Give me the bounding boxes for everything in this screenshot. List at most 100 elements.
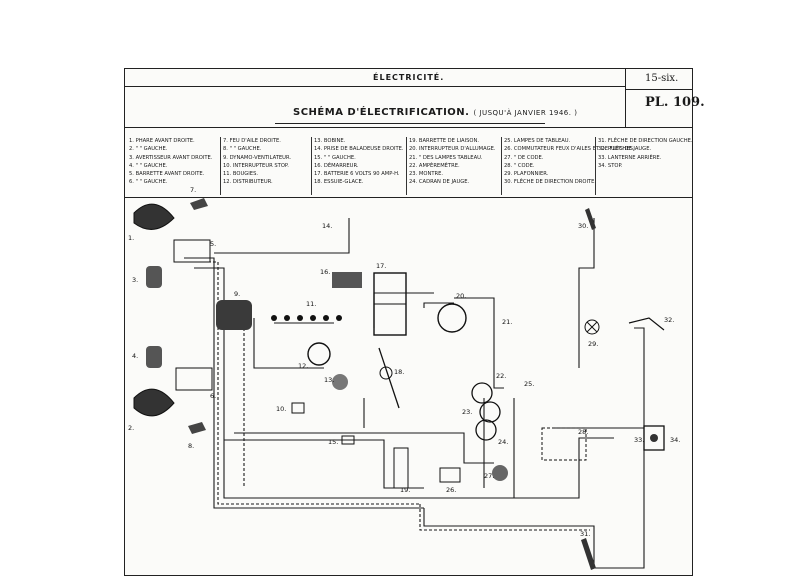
legend-item: 24. CADRAN DE JAUGE. [409, 179, 470, 186]
label-19: 19. [400, 486, 410, 494]
title-subtitle: ( JUSQU'À JANVIER 1946. ) [473, 109, 578, 117]
legend-separator [220, 137, 221, 195]
legend-item: 30. FLÈCHE DE DIRECTION DROITE. [504, 179, 597, 186]
legend-item: 9. DYNAMO-VENTILATEUR. [223, 154, 292, 161]
label-14: 14. [322, 222, 332, 230]
junction-block-icon [393, 447, 409, 489]
legend-item: 34. STOP. [598, 162, 623, 169]
legend-column-3: 13. BOBINE.14. PRISE DE BALADEUSE DROITE… [314, 137, 404, 187]
dip-switch-icon [492, 465, 508, 481]
lamp-switch-icon [439, 467, 461, 483]
fuel-gauge-dial-icon [475, 419, 497, 441]
legend-item: 5. BARRETTE AVANT DROITE. [129, 171, 205, 178]
ceiling-lamp-icon [584, 319, 600, 335]
wing-lamp-left-icon [188, 422, 206, 434]
legend-item: 19. BARRETTE DE LIAISON. [409, 138, 479, 144]
terminal-bar-left-icon [175, 367, 213, 391]
legend-column-5: 25. LAMPES DE TABLEAU. 26. COMMUTATEUR FE… [504, 137, 635, 187]
harness-wire [454, 297, 504, 389]
label-34: 34. [670, 436, 680, 444]
label-15: 15. [328, 438, 338, 446]
label-3: 3. [132, 276, 138, 284]
label-24: 24. [498, 438, 508, 446]
legend-item: 23. MONTRE. [409, 171, 444, 178]
label-31: 31. [580, 530, 590, 538]
legend-item: 25. LAMPES DE TABLEAU. [504, 138, 571, 144]
legend-bottom-rule [125, 197, 692, 198]
label-23: 23. [462, 408, 472, 416]
header-divider [625, 69, 626, 127]
distributor-icon [307, 342, 331, 366]
headlamp-right-icon [133, 203, 175, 230]
harness-wire [634, 327, 645, 428]
label-11: 11. [306, 300, 316, 308]
label-22: 22. [496, 372, 506, 380]
legend-item: 22. AMPÈREMÈTRE. [409, 162, 460, 169]
label-30: 30. [578, 222, 588, 230]
label-28: 28. [578, 428, 588, 436]
legend-item: 32. PUITS DE JAUGE. [598, 146, 652, 153]
title-underline [275, 123, 545, 124]
label-29: 29. [588, 340, 598, 348]
legend-item: 29. PLAFONNIER. [504, 171, 549, 178]
harness-wire [554, 427, 645, 569]
label-21: 21. [502, 318, 512, 326]
ignition-switch-icon [437, 303, 467, 333]
starter-motor-icon [332, 272, 362, 288]
legend-item: 14. PRISE DE BALADEUSE DROITE. [314, 146, 404, 153]
label-8: 8. [188, 442, 194, 450]
label-13: 13. [324, 376, 334, 384]
label-33: 33. [634, 436, 644, 444]
legend-separator [406, 137, 407, 195]
label-9: 9. [234, 290, 240, 298]
harness-wire [214, 238, 350, 254]
legend-column-4: 19. BARRETTE DE LIAISON. 20. INTERRUPTEUR… [409, 137, 496, 187]
legend-item: 18. ESSUIE-GLACE. [314, 179, 364, 186]
title-main: SCHÉMA D'ÉLECTRIFICATION. [293, 107, 470, 118]
legend-item: 11. BOUGIES. [223, 171, 259, 178]
legend-item: 26. COMMUTATEUR FEUX D'AILES ET DE FLÈCH… [504, 146, 635, 153]
legend-item: 27. " DE CODE. [504, 154, 544, 161]
label-26: 26. [446, 486, 456, 494]
label-32: 32. [664, 316, 674, 324]
section-heading: ÉLECTRICITÉ. [373, 73, 445, 82]
legend-separator [595, 137, 596, 195]
label-12: 12. [298, 362, 308, 370]
stop-lamp-icon [650, 434, 658, 442]
wing-lamp-right-icon [190, 198, 208, 210]
label-2: 2. [128, 424, 134, 432]
legend-item: 15. " " GAUCHE. [314, 154, 356, 161]
legend-item: 33. LANTERNE ARRIÈRE. [598, 154, 662, 161]
label-4: 4. [132, 352, 138, 360]
indicator-right-icon [585, 208, 596, 230]
switch-box-icon [541, 427, 587, 461]
legend-item: 4. " " GAUCHE. [129, 162, 168, 169]
harness-wire [253, 318, 324, 369]
harness-wire [373, 292, 434, 328]
label-7: 7. [190, 186, 196, 194]
harness-wire [419, 504, 590, 531]
ammeter-icon [471, 382, 493, 404]
wiring-diagram: 1. 2. 3. 4. 5. 6. 7. 8. 9. 10. 11. 12. 1… [128, 186, 680, 570]
legend-item: 10. INTERRUPTEUR STOP. [223, 162, 289, 169]
legend-item: 20. INTERRUPTEUR D'ALLUMAGE. [409, 146, 496, 153]
rear-lamp-icon [643, 425, 665, 451]
header-rule [125, 86, 625, 87]
diagram-title: SCHÉMA D'ÉLECTRIFICATION. ( JUSQU'À JANV… [293, 107, 577, 118]
plate-series: 15-six. [645, 73, 679, 84]
legend-item: 16. DÉMARREUR. [314, 162, 359, 169]
label-17: 17. [376, 262, 386, 270]
fuel-tank-sender-icon [628, 317, 665, 331]
label-16: 16. [320, 268, 330, 276]
indicator-left-icon [581, 538, 596, 570]
dynamo-icon [216, 300, 252, 330]
legend-item: 31. FLÈCHE DE DIRECTION GAUCHE. [598, 138, 693, 144]
clock-icon [479, 401, 501, 423]
legend-item: 17. BATTERIE 6 VOLTS 90 AMP-H. [314, 171, 400, 178]
legend-column-1: 1. PHARE AVANT DROITE.2. " " GAUCHE.3. A… [129, 137, 212, 187]
terminal-bar-right-icon [173, 239, 211, 263]
label-6: 6. [210, 392, 216, 400]
legend-item: 12. DISTRIBUTEUR. [223, 179, 273, 186]
harness-wire [534, 437, 614, 499]
inspection-socket-right-icon [291, 402, 305, 414]
